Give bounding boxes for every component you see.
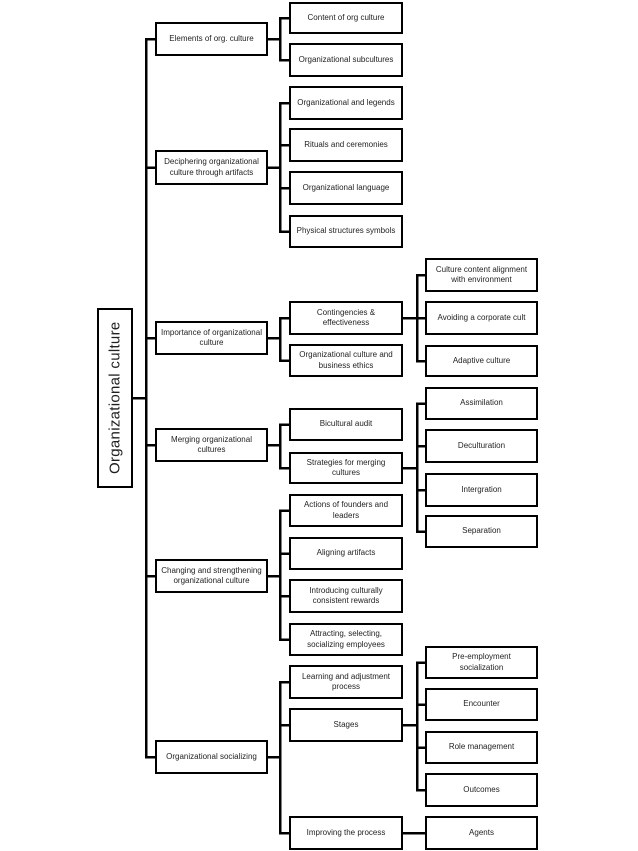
node-bicultural-audit: Bicultural audit: [289, 408, 403, 441]
node-agents: Agents: [425, 816, 538, 850]
node-learning-adjustment-process: Learning and adjustment process: [289, 665, 403, 699]
node-organizational-culture: Organizational culture: [97, 308, 133, 488]
node-rituals-and-ceremonies: Rituals and ceremonies: [289, 128, 403, 162]
node-deculturation: Deculturation: [425, 429, 538, 463]
node-organizational-subcultures: Organizational subcultures: [289, 43, 403, 77]
node-content-of-org-culture: Content of org culture: [289, 2, 403, 34]
node-elements-of-org-culture: Elements of org. culture: [155, 22, 268, 56]
node-encounter: Encounter: [425, 688, 538, 721]
node-organizational-socializing: Organizational socializing: [155, 740, 268, 774]
node-contingencies-effectiveness: Contingencies & effectiveness: [289, 301, 403, 335]
node-avoiding-corporate-cult: Avoiding a corporate cult: [425, 301, 538, 335]
node-outcomes: Outcomes: [425, 773, 538, 807]
node-organizational-language: Organizational language: [289, 171, 403, 205]
node-attracting-selecting-socializing: Attracting, selecting, socializing emplo…: [289, 623, 403, 656]
node-org-culture-business-ethics: Organizational culture and business ethi…: [289, 344, 403, 377]
node-role-management: Role management: [425, 731, 538, 764]
node-changing-strengthening-culture: Changing and strengthening organizationa…: [155, 559, 268, 593]
node-culture-content-alignment: Culture content alignment with environme…: [425, 258, 538, 292]
node-pre-employment-socialization: Pre-employment socialization: [425, 646, 538, 679]
node-intergration: Intergration: [425, 473, 538, 507]
node-aligning-artifacts: Aligning artifacts: [289, 537, 403, 570]
node-deciphering-culture-artifacts: Deciphering organizational culture throu…: [155, 150, 268, 185]
node-actions-founders-leaders: Actions of founders and leaders: [289, 494, 403, 527]
node-importance-of-org-culture: Importance of organizational culture: [155, 321, 268, 355]
node-assimilation: Assimilation: [425, 387, 538, 420]
node-organizational-and-legends: Organizational and legends: [289, 86, 403, 120]
node-separation: Separation: [425, 515, 538, 548]
node-stages: Stages: [289, 708, 403, 742]
node-physical-structures-symbols: Physical structures symbols: [289, 215, 403, 248]
node-culturally-consistent-rewards: Introducing culturally consistent reward…: [289, 579, 403, 613]
node-adaptive-culture: Adaptive culture: [425, 345, 538, 377]
node-improving-the-process: Improving the process: [289, 816, 403, 850]
node-merging-org-cultures: Merging organizational cultures: [155, 428, 268, 462]
node-strategies-merging-cultures: Strategies for merging cultures: [289, 452, 403, 484]
